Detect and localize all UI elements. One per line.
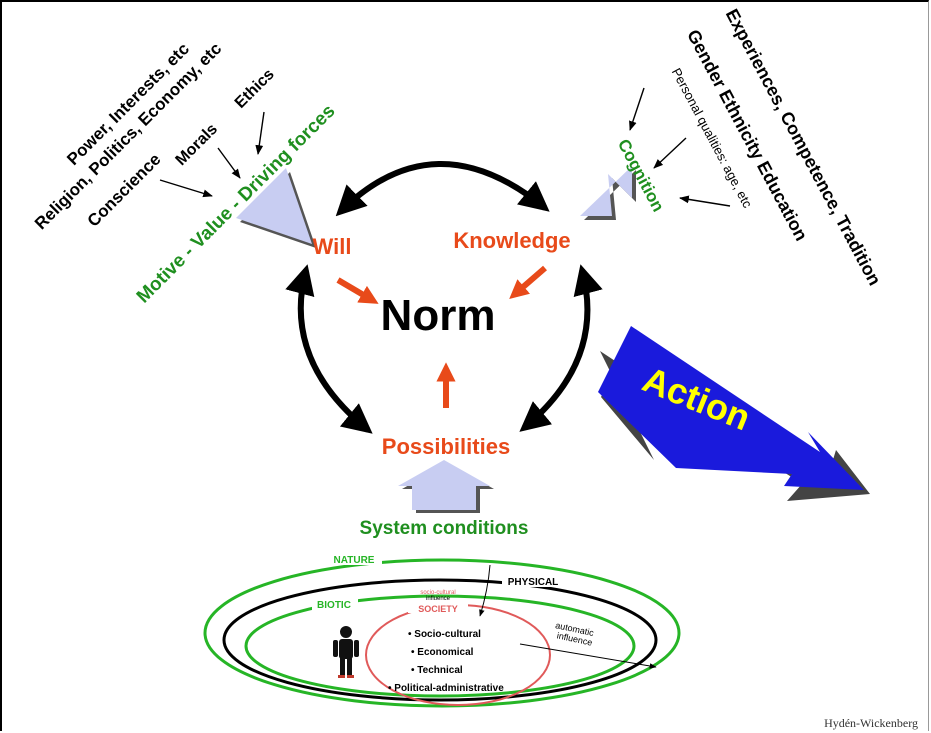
person-icon (333, 626, 359, 678)
cognition-text: Cognition (614, 136, 668, 215)
cycle-arrow-right (519, 264, 603, 432)
possibilities-label: Possibilities (382, 434, 510, 459)
motive-block-arrow (236, 168, 316, 248)
norm-label: Norm (381, 291, 496, 340)
system-to-society-arrow (479, 564, 491, 617)
will-label: Will (313, 234, 352, 259)
system-conditions-block-arrow (398, 460, 494, 513)
nature-label: NATURE (334, 555, 375, 566)
morals-text: Morals (173, 121, 222, 170)
conscience-arrow (159, 179, 213, 198)
cycle-arrow-left (285, 264, 373, 434)
action-arrow (598, 326, 870, 501)
society-item-1: • Socio-cultural (408, 629, 481, 640)
biotic-label: BIOTIC (317, 600, 351, 611)
society-label: SOCIETY (418, 604, 458, 614)
experiences-arrow (629, 87, 645, 131)
physical-ring (222, 578, 658, 702)
gender-arrow (653, 137, 687, 169)
will-to-norm-arrow (336, 277, 379, 304)
society-item-2: • Economical (411, 647, 474, 658)
knowledge-to-norm-arrow (509, 265, 547, 300)
society-item-3: • Technical (411, 665, 463, 676)
cognition-block-arrow (580, 166, 636, 220)
knowledge-label: Knowledge (453, 228, 570, 253)
socio-influence-label-2: influence (426, 596, 451, 602)
author-signature: Hydén-Wickenberg (824, 716, 918, 730)
motive-value-text: Motive - Value - Driving forces (133, 101, 340, 308)
personal-arrow (679, 195, 731, 207)
biotic-ring (244, 594, 636, 698)
system-conditions-label: System conditions (360, 518, 529, 539)
society-item-4: • Political-administrative (388, 683, 504, 694)
physical-label: PHYSICAL (508, 577, 559, 588)
nature-ring (203, 558, 681, 708)
ethics-text: Ethics (232, 66, 278, 112)
morals-arrow (217, 147, 241, 179)
cycle-arrow-top (335, 161, 550, 217)
ethics-arrow (255, 111, 265, 155)
automatic-influence-arrow (519, 643, 657, 669)
socio-influence-label-1: socio-cultural (420, 590, 455, 596)
